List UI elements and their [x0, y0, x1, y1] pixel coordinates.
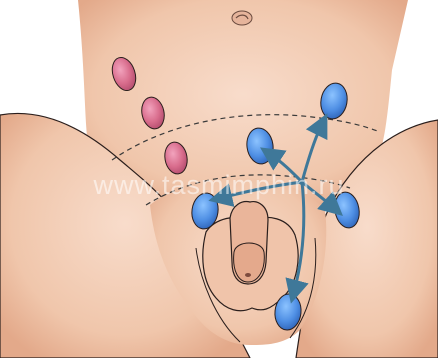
arrow-hub [299, 179, 305, 185]
urethral-opening [245, 273, 251, 277]
navel [232, 11, 252, 25]
